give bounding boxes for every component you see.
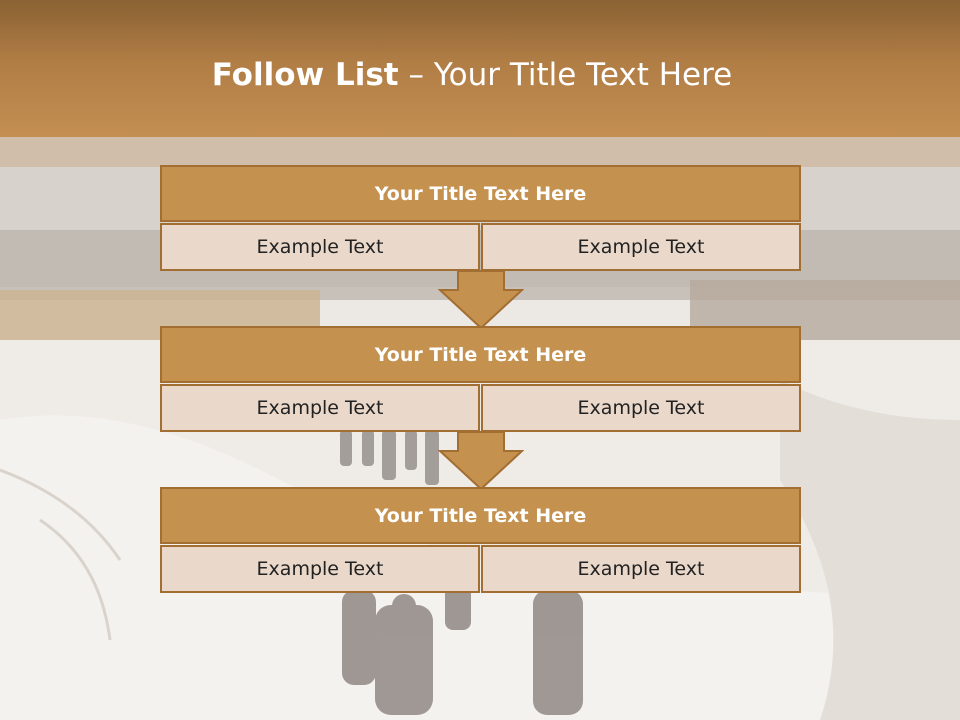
block-row: Example Text Example Text <box>160 223 801 271</box>
block-cell-right: Example Text <box>481 545 801 593</box>
block-cell-left: Example Text <box>160 545 480 593</box>
block-title: Your Title Text Here <box>160 165 801 222</box>
slide-title-bold: Follow List <box>211 57 399 93</box>
header-subband <box>0 137 960 167</box>
block-row: Example Text Example Text <box>160 545 801 593</box>
header-band <box>0 0 960 137</box>
down-arrow-icon <box>438 270 524 330</box>
block-title: Your Title Text Here <box>160 326 801 383</box>
block-cell-right: Example Text <box>481 384 801 432</box>
block-cell-right: Example Text <box>481 223 801 271</box>
down-arrow-icon <box>438 431 524 491</box>
list-block-3: Your Title Text Here Example Text Exampl… <box>160 487 801 593</box>
slide-title-rest: – Your Title Text Here <box>398 57 733 93</box>
block-title: Your Title Text Here <box>160 487 801 544</box>
block-cell-left: Example Text <box>160 384 480 432</box>
block-row: Example Text Example Text <box>160 384 801 432</box>
list-block-2: Your Title Text Here Example Text Exampl… <box>160 326 801 432</box>
slide-title: Follow List – Your Title Text Here <box>0 52 944 98</box>
list-block-1: Your Title Text Here Example Text Exampl… <box>160 165 801 271</box>
block-cell-left: Example Text <box>160 223 480 271</box>
